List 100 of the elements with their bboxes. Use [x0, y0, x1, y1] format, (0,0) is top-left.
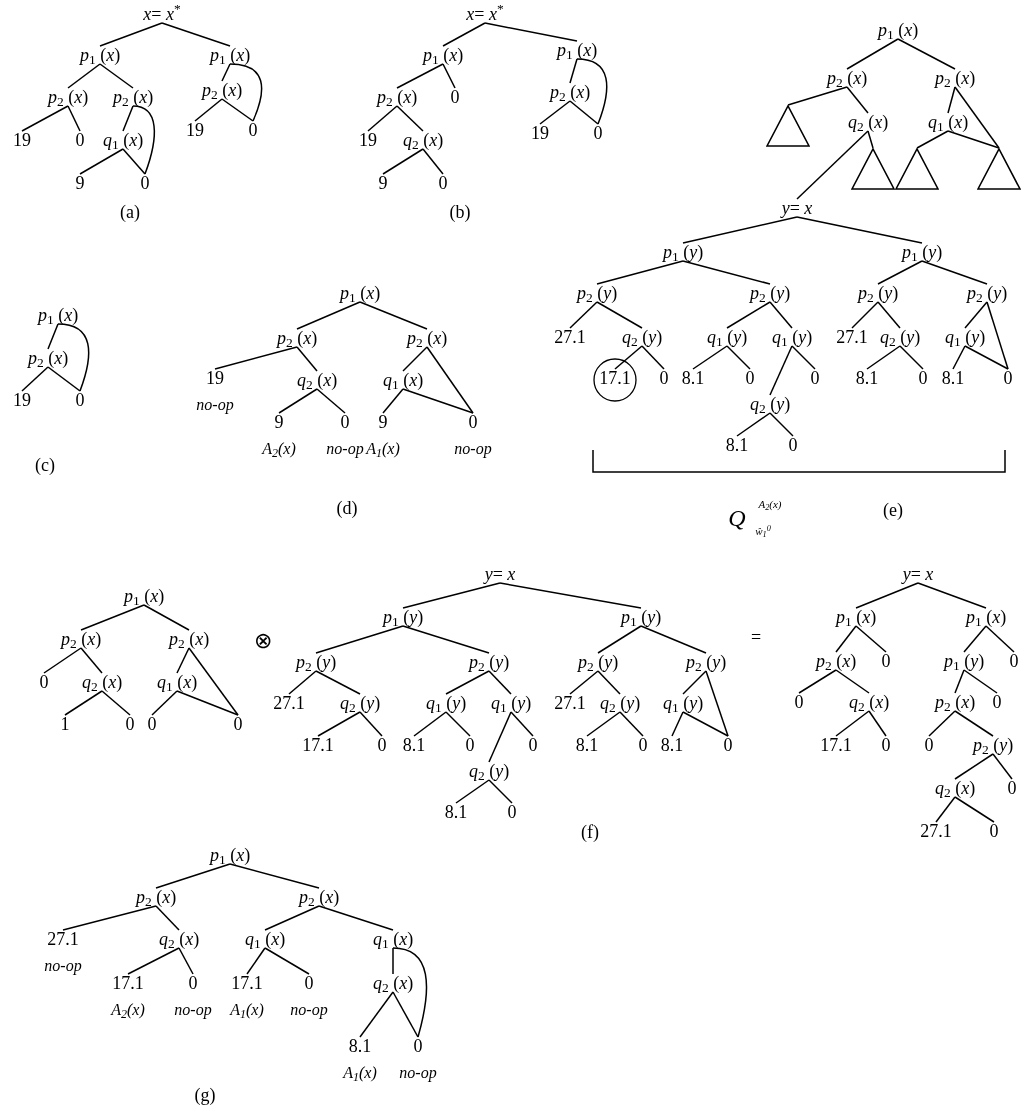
leaf-value: 0	[233, 715, 243, 733]
tree-branch	[47, 323, 59, 350]
leaf-value: 27.1	[554, 694, 586, 712]
tree-branch	[382, 148, 424, 175]
tree-node-label: q$_{2}$ (y)	[339, 694, 381, 712]
tree-branch	[392, 947, 394, 975]
formula-superscript: A$_{2}$(x)	[758, 498, 782, 510]
tree-branch	[484, 22, 578, 42]
tree-branch	[127, 947, 180, 975]
tree-branch	[359, 711, 383, 737]
leaf-value: 0	[723, 736, 733, 754]
tree-node-label: p$_{2}$ (y)	[972, 736, 1014, 754]
tree-node-label: p$_{1}$ (y)	[901, 243, 943, 261]
tree-branch	[597, 625, 642, 654]
leaf-value: 0	[248, 121, 258, 139]
leaf-value: 0	[188, 974, 198, 992]
tree-branch	[769, 301, 793, 329]
tree-branch	[402, 346, 428, 372]
tree-node-label: p$_{1}$ (x)	[339, 284, 381, 302]
leaf-value: 17.1	[820, 736, 852, 754]
leaf-value: 0	[1009, 652, 1019, 670]
tree-node-label: q$_{2}$ (x)	[847, 113, 889, 131]
tree-branch	[316, 388, 346, 414]
leaf-value: 0	[450, 88, 460, 106]
tree-node-label: q$_{1}$ (y)	[944, 328, 986, 346]
panel-label: (b)	[449, 203, 471, 221]
tree-node-label: q$_{2}$ (x)	[934, 779, 976, 797]
tree-branch	[992, 753, 1013, 780]
formula-symbol: Q	[728, 506, 746, 530]
leaf-value: 17.1	[231, 974, 263, 992]
tree-branch	[947, 130, 1000, 149]
tree-branch	[132, 105, 156, 175]
tree-branch	[246, 947, 266, 975]
tree-branch	[964, 301, 988, 329]
leaf-value: 8.1	[725, 436, 749, 454]
tree-branch	[576, 58, 608, 125]
tree-node-label: p$_{2}$ (x)	[826, 69, 868, 87]
tree-branch	[122, 105, 134, 132]
tree-node-label: q$_{2}$ (x)	[848, 693, 890, 711]
tree-branch	[455, 779, 490, 804]
tree-branch	[122, 148, 146, 175]
tree-branch	[682, 260, 771, 285]
tree-branch	[367, 105, 398, 132]
tree-node-label: q$_{2}$ (x)	[372, 974, 414, 992]
tree-node-label: q$_{2}$ (x)	[158, 930, 200, 948]
tree-branch	[155, 905, 180, 931]
action-label: A$_{1}$(x)	[230, 1002, 264, 1018]
tree-branch	[569, 301, 598, 329]
leaf-value: 0	[659, 369, 669, 387]
tree-branch	[422, 148, 444, 175]
tree-branch	[835, 669, 870, 694]
tree-node-label: p$_{2}$ (x)	[135, 888, 177, 906]
leaf-value: 19	[206, 369, 224, 387]
tree-node-label: p$_{1}$ (x)	[209, 46, 251, 64]
tree-branch	[954, 753, 994, 780]
tree-node-label: p$_{2}$ (x)	[934, 69, 976, 87]
leaf-value: 0	[377, 736, 387, 754]
tree-node-label: p$_{2}$ (x)	[406, 329, 448, 347]
tree-branch	[569, 670, 599, 695]
action-label: no-op	[196, 397, 234, 413]
tree-branch	[947, 86, 956, 114]
tree-branch	[214, 346, 298, 370]
tree-branch	[705, 670, 729, 737]
tree-branch	[798, 669, 837, 694]
tree-branch	[382, 388, 404, 414]
tree-branch	[692, 345, 728, 370]
tree-branch	[851, 301, 879, 329]
leaf-value: 1	[60, 715, 70, 733]
tree-node-label: q$_{2}$ (y)	[599, 694, 641, 712]
leaf-value: 9	[378, 413, 388, 431]
tree-branch	[396, 105, 424, 132]
tree-branch	[178, 947, 194, 975]
tree-node-label: p$_{2}$ (x)	[112, 88, 154, 106]
tree-node-label: q$_{1}$ (y)	[490, 694, 532, 712]
leaf-value: 19	[186, 121, 204, 139]
tree-branch	[161, 22, 231, 47]
tree-branch	[671, 711, 684, 737]
tree-branch	[769, 345, 793, 396]
tree-node-label: p$_{2}$ (x)	[47, 88, 89, 106]
tree-node-label: q$_{1}$ (x)	[102, 131, 144, 149]
tree-branch	[916, 130, 949, 149]
leaf-value: 17.1	[599, 369, 631, 387]
tree-branch	[151, 690, 178, 716]
tree-node-label: p$_{1}$ (x)	[556, 41, 598, 59]
tree-node-label: q$_{1}$ (y)	[662, 694, 704, 712]
action-label: no-op	[174, 1002, 212, 1018]
tree-node-label: q$_{2}$ (x)	[296, 371, 338, 389]
leaf-value: 0	[638, 736, 648, 754]
tree-branch	[619, 711, 644, 737]
tree-branch	[21, 366, 49, 392]
tree-node-label: y= x	[484, 565, 516, 583]
tree-branch	[317, 711, 361, 737]
leaf-value: 0	[125, 715, 135, 733]
tree-branch	[682, 670, 707, 695]
tree-node-label: p$_{2}$ (x)	[60, 630, 102, 648]
tree-branch	[736, 412, 771, 437]
tree-branch	[445, 670, 490, 695]
tree-branch	[79, 148, 124, 175]
tree-branch	[315, 625, 404, 654]
tree-branch	[935, 796, 956, 823]
